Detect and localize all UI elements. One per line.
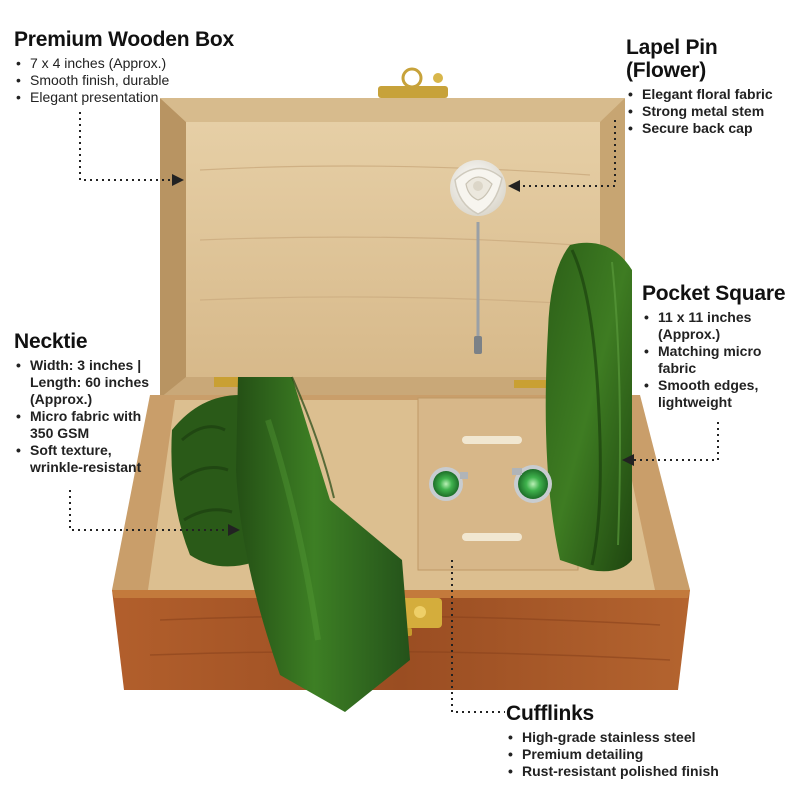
cufflink-right xyxy=(512,465,552,503)
list-item: Strong metal stem xyxy=(626,103,798,120)
callout-lapel-pin: Lapel Pin (Flower) Elegant floral fabric… xyxy=(626,36,798,137)
callout-necktie-title: Necktie xyxy=(14,330,88,353)
list-item: Rust-resistant polished finish xyxy=(506,763,786,780)
cufflink-left xyxy=(429,467,468,501)
leader-lines xyxy=(69,112,719,713)
callout-box: Premium Wooden Box 7 x 4 inches (Approx.… xyxy=(14,28,274,106)
callout-necktie: Necktie Width: 3 inches | Length: 60 inc… xyxy=(14,330,184,476)
callout-pocket-square: Pocket Square 11 x 11 inches (Approx.) M… xyxy=(642,282,798,411)
list-item: Soft texture, wrinkle-resistant xyxy=(14,442,184,476)
callout-necktie-list: Width: 3 inches | Length: 60 inches (App… xyxy=(14,357,184,476)
hinge-icon xyxy=(214,377,246,387)
list-item: 7 x 4 inches (Approx.) xyxy=(14,55,274,72)
box-lid xyxy=(160,98,625,398)
lapel-pin xyxy=(450,160,506,354)
list-item: Elegant floral fabric xyxy=(626,86,798,103)
callout-cufflinks-list: High-grade stainless steel Premium detai… xyxy=(506,729,786,780)
hinge-icon xyxy=(514,380,546,388)
list-item: Width: 3 inches | Length: 60 inches (App… xyxy=(14,357,184,408)
callout-cufflinks: Cufflinks High-grade stainless steel Pre… xyxy=(506,702,786,780)
callout-cufflinks-title: Cufflinks xyxy=(506,702,595,725)
list-item: Smooth finish, durable xyxy=(14,72,274,89)
callout-box-list: 7 x 4 inches (Approx.) Smooth finish, du… xyxy=(14,55,274,106)
callout-pocket-square-title: Pocket Square xyxy=(642,282,786,305)
callout-lapel-pin-list: Elegant floral fabric Strong metal stem … xyxy=(626,86,798,137)
lid-clasp xyxy=(378,67,448,98)
callout-pocket-square-list: 11 x 11 inches (Approx.) Matching micro … xyxy=(642,309,798,411)
list-item: Premium detailing xyxy=(506,746,786,763)
list-item: Elegant presentation xyxy=(14,89,274,106)
pocket-square xyxy=(545,242,632,572)
list-item: Matching micro fabric xyxy=(642,343,798,377)
arrowheads xyxy=(172,174,634,536)
list-item: Smooth edges, lightweight xyxy=(642,377,798,411)
list-item: High-grade stainless steel xyxy=(506,729,786,746)
list-item: 11 x 11 inches (Approx.) xyxy=(642,309,798,343)
list-item: Secure back cap xyxy=(626,120,798,137)
callout-lapel-pin-title: Lapel Pin (Flower) xyxy=(626,36,718,83)
callout-box-title: Premium Wooden Box xyxy=(14,28,235,51)
list-item: Micro fabric with 350 GSM xyxy=(14,408,184,442)
necktie xyxy=(171,376,410,712)
